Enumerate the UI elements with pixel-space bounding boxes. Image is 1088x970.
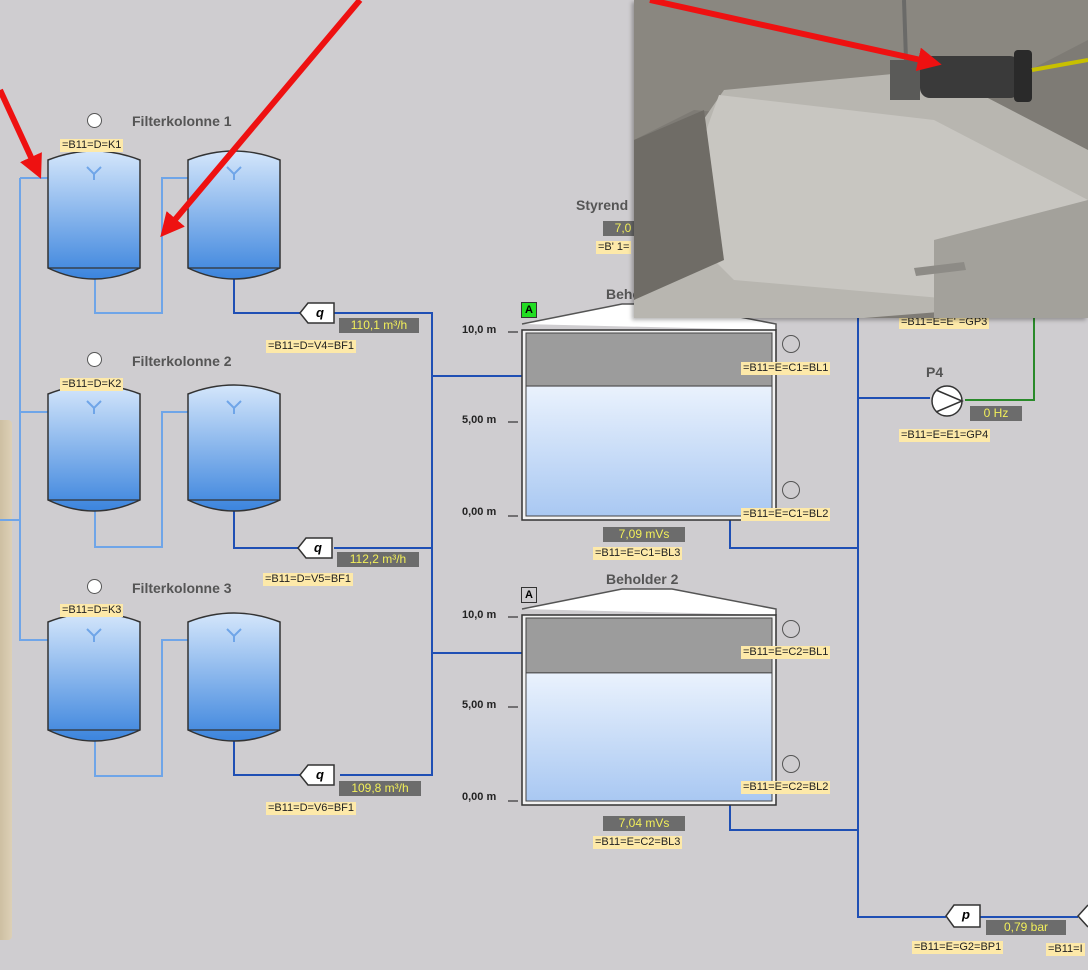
pressure-value: 0,79 bar (986, 920, 1066, 935)
pressure-flag-2-shape (1076, 904, 1088, 928)
tank-2-high-switch-tag[interactable]: =B11=E=C2=BL1 (741, 646, 831, 659)
tank-1-auto-mode[interactable]: A (521, 302, 537, 318)
pressure-transmitter[interactable]: p (962, 907, 970, 922)
tank-2-level-value: 7,04 mVs (603, 816, 685, 831)
tank-1-low-switch[interactable] (782, 481, 800, 499)
tank-2-low-switch-tag[interactable]: =B11=E=C2=BL2 (741, 781, 831, 794)
control-title: Styrend (576, 197, 629, 213)
tank-2-low-switch[interactable] (782, 755, 800, 773)
filter-2-vessel-1[interactable] (47, 384, 141, 512)
flow-transmitter-1[interactable]: q (316, 305, 324, 320)
pump-p4-label: P4 (926, 364, 944, 380)
tank-1-scale-mid: 5,00 m (462, 414, 497, 426)
filter-3-tag[interactable]: =B11=D=K3 (60, 604, 124, 617)
filter-1-tag[interactable]: =B11=D=K1 (60, 139, 124, 152)
camera-photo-inset (634, 0, 1088, 318)
tank-2-auto-mode[interactable]: A (521, 587, 537, 603)
pump-p4-symbol[interactable] (931, 385, 964, 417)
filter-1-status-indicator[interactable] (87, 113, 102, 128)
flow-3-tag[interactable]: =B11=D=V6=BF1 (266, 802, 357, 815)
tank-2-scale-mid: 5,00 m (462, 699, 497, 711)
storage-tanks (508, 303, 777, 806)
flow-1-value: 110,1 m³/h (339, 318, 419, 333)
control-tag[interactable]: =B' 1= (596, 241, 632, 254)
flow-1-tag[interactable]: =B11=D=V4=BF1 (266, 340, 357, 353)
tank-1-high-switch[interactable] (782, 335, 800, 353)
pressure-flag-shape (945, 904, 981, 928)
gp3-tag[interactable]: =B11=E=E' =GP3 (899, 316, 990, 329)
flow-2-value: 112,2 m³/h (337, 552, 419, 567)
control-value: 7,0 (603, 221, 643, 236)
tank-1-high-switch-tag[interactable]: =B11=E=C1=BL1 (741, 362, 831, 375)
filter-3-status-indicator[interactable] (87, 579, 102, 594)
filter-1-vessel-1[interactable] (47, 150, 141, 280)
tank-1-scale-bottom: 0,00 m (462, 506, 497, 518)
tank-2-level-tag[interactable]: =B11=E=C2=BL3 (593, 836, 683, 849)
filter-3-vessel-1[interactable] (47, 612, 141, 742)
tank-1-level-value: 7,09 mVs (603, 527, 685, 542)
control-line (965, 318, 1035, 401)
main-piping (233, 270, 1078, 918)
pressure-tag-2[interactable]: =B11=I (1046, 943, 1085, 956)
tank-2-vessel[interactable] (508, 588, 777, 806)
filter-3-title: Filterkolonne 3 (132, 580, 232, 596)
flow-flag-3-shape (299, 764, 335, 786)
side-panel-edge (0, 420, 12, 940)
camera-photo-image (634, 0, 1088, 318)
filter-1-vessel-2[interactable] (187, 150, 281, 280)
filter-2-tag[interactable]: =B11=D=K2 (60, 378, 124, 391)
filter-3-vessel-2[interactable] (187, 612, 281, 742)
pump-p4-tag[interactable]: =B11=E=E1=GP4 (899, 429, 991, 442)
filter-2-title: Filterkolonne 2 (132, 353, 232, 369)
flow-flag-1-shape (299, 302, 335, 324)
tank-2-scale-bottom: 0,00 m (462, 791, 497, 803)
flow-transmitter-2[interactable]: q (314, 540, 322, 555)
filter-tanks (47, 150, 281, 742)
filter-2-vessel-2[interactable] (187, 384, 281, 512)
tank-1-level-tag[interactable]: =B11=E=C1=BL3 (593, 547, 683, 560)
tank-2-high-switch[interactable] (782, 620, 800, 638)
pressure-tag[interactable]: =B11=E=G2=BP1 (912, 941, 1004, 954)
flow-3-value: 109,8 m³/h (339, 781, 421, 796)
tank-2-scale-top: 10,0 m (462, 609, 497, 621)
tank-1-vessel[interactable] (508, 303, 777, 521)
flow-transmitter-3[interactable]: q (316, 767, 324, 782)
flow-flag-2-shape (297, 537, 333, 559)
pump-p4-frequency: 0 Hz (970, 406, 1022, 421)
tank-1-low-switch-tag[interactable]: =B11=E=C1=BL2 (741, 508, 831, 521)
tank-1-scale-top: 10,0 m (462, 324, 497, 336)
filter-1-title: Filterkolonne 1 (132, 113, 232, 129)
filter-2-status-indicator[interactable] (87, 352, 102, 367)
flow-2-tag[interactable]: =B11=D=V5=BF1 (263, 573, 354, 586)
tank-2-title: Beholder 2 (606, 571, 679, 587)
